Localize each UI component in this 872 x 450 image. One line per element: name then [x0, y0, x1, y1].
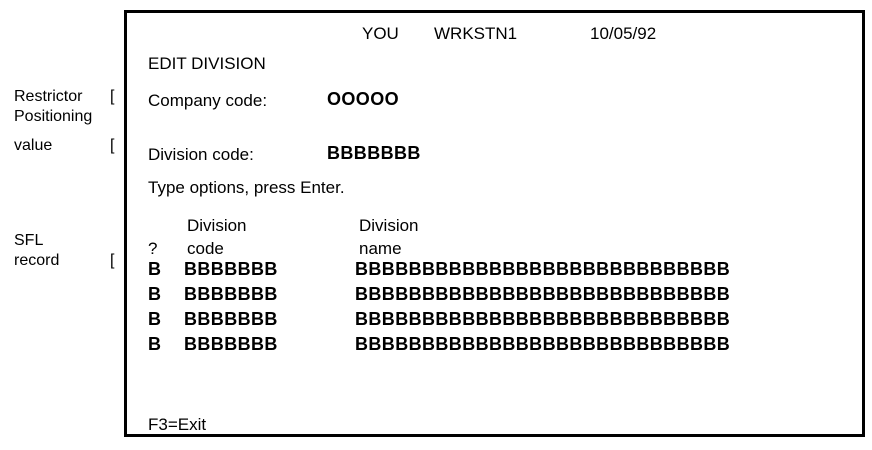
row-option-input[interactable]: B: [148, 259, 162, 279]
column-header-code-line1: Division: [187, 216, 247, 235]
row-division-code: BBBBBBB: [184, 284, 278, 304]
company-code-label: Company code:: [148, 91, 268, 110]
division-code-label: Division code:: [148, 145, 254, 164]
table-row[interactable]: B BBBBBBB BBBBBBBBBBBBBBBBBBBBBBBBBBBB: [127, 259, 862, 284]
division-code-value[interactable]: BBBBBBB: [327, 143, 421, 163]
header-date: 10/05/92: [590, 24, 657, 43]
annotation-sfl-record-label-line1: SFL: [14, 232, 44, 249]
instruction-text: Type options, press Enter.: [148, 178, 345, 197]
function-key-legend[interactable]: F3=Exit: [148, 415, 207, 434]
row-division-code: BBBBBBB: [184, 259, 278, 279]
header-user: YOU: [362, 24, 399, 43]
annotation-sfl-record-label-line2: record: [14, 252, 60, 269]
annotation-positioning-value-label-line1: Positioning: [14, 108, 93, 125]
row-division-name: BBBBBBBBBBBBBBBBBBBBBBBBBBBB: [355, 334, 731, 354]
annotation-positioning-value-label-line2: value: [14, 137, 53, 154]
row-division-name: BBBBBBBBBBBBBBBBBBBBBBBBBBBB: [355, 259, 731, 279]
column-header-code-line2: code: [187, 239, 224, 258]
annotation-positioning-value-bracket: [: [110, 137, 115, 154]
table-row[interactable]: B BBBBBBB BBBBBBBBBBBBBBBBBBBBBBBBBBBB: [127, 284, 862, 309]
company-code-value[interactable]: OOOOO: [327, 89, 400, 109]
screen-title: EDIT DIVISION: [148, 54, 266, 73]
annotation-restrictor-bracket: [: [110, 88, 115, 105]
column-header-name-line1: Division: [359, 216, 419, 235]
row-option-input[interactable]: B: [148, 334, 162, 354]
table-row[interactable]: B BBBBBBB BBBBBBBBBBBBBBBBBBBBBBBBBBBB: [127, 309, 862, 334]
annotation-restrictor-label: Restrictor: [14, 88, 83, 105]
row-option-input[interactable]: B: [148, 309, 162, 329]
annotation-sfl-record-bracket: [: [110, 252, 115, 269]
row-division-name: BBBBBBBBBBBBBBBBBBBBBBBBBBBB: [355, 284, 731, 304]
row-division-name: BBBBBBBBBBBBBBBBBBBBBBBBBBBB: [355, 309, 731, 329]
column-header-option: ?: [148, 239, 158, 258]
row-division-code: BBBBBBB: [184, 309, 278, 329]
table-row[interactable]: B BBBBBBB BBBBBBBBBBBBBBBBBBBBBBBBBBBB: [127, 334, 862, 359]
row-division-code: BBBBBBB: [184, 334, 278, 354]
row-option-input[interactable]: B: [148, 284, 162, 304]
terminal-screen-frame: YOU WRKSTN1 10/05/92 EDIT DIVISION Compa…: [124, 10, 865, 437]
header-workstation: WRKSTN1: [434, 24, 518, 43]
column-header-name-line2: name: [359, 239, 402, 258]
